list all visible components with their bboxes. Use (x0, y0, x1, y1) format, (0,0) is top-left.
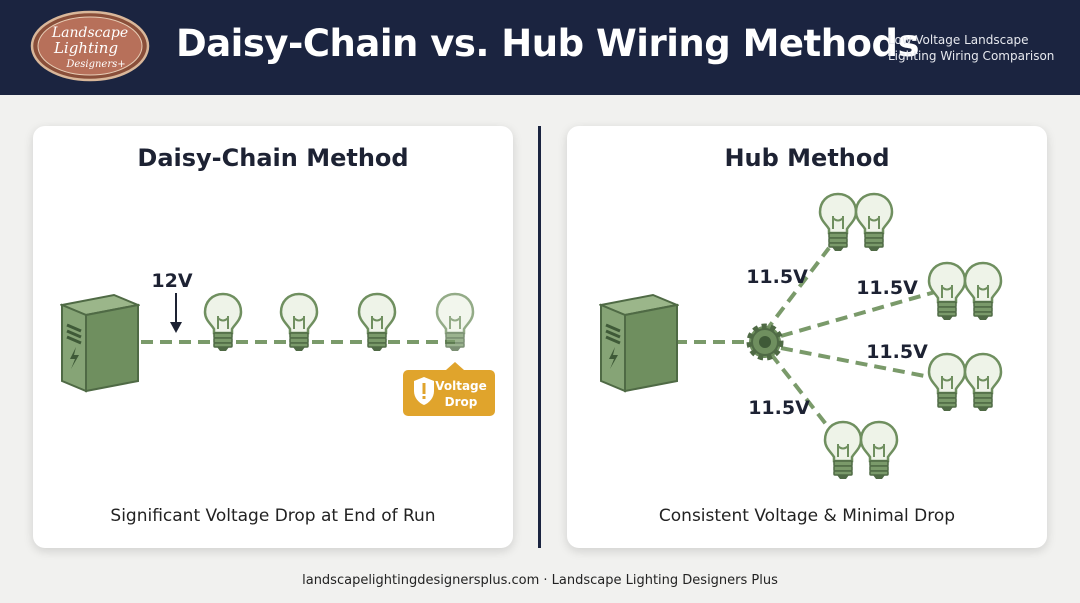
branch-wire (769, 352, 831, 430)
logo-line1: Landscape (51, 25, 128, 41)
bulb-icon (818, 192, 858, 252)
bulb-icon (927, 352, 967, 412)
bulb-icon (859, 420, 899, 480)
branch-wire (780, 346, 936, 380)
daisy-chain-diagram: 12V Voltage Drop (60, 270, 495, 416)
transformer-icon (60, 293, 140, 393)
header-bar: Landscape Lighting Designers+ Daisy-Chai… (0, 0, 1080, 95)
hub-caption: Consistent Voltage & Minimal Drop (658, 506, 956, 526)
vertical-divider (538, 126, 541, 548)
branch-voltage-label: 11.5V (748, 397, 810, 419)
arrow-head-icon (170, 322, 182, 333)
brand-logo: Landscape Lighting Designers+ (30, 10, 150, 82)
page-title: Daisy-Chain vs. Hub Wiring Methods (176, 22, 919, 65)
hub-card: Hub Method 11.5V 11.5V 11.5V 11.5V Consi… (567, 126, 1047, 548)
hub-gear-icon (746, 323, 784, 361)
badge-line2: Drop (445, 395, 478, 409)
bulb-icon (854, 192, 894, 252)
bulb-icon (963, 261, 1003, 321)
bulb-icon (927, 261, 967, 321)
hub-diagram: 11.5V 11.5V 11.5V 11.5V (599, 192, 1003, 480)
footer-text: landscapelightingdesignersplus.com · Lan… (302, 573, 778, 588)
branch-wire (763, 246, 831, 334)
daisy-chain-caption: Significant Voltage Drop at End of Run (110, 506, 436, 526)
dim-bulb-icon (435, 292, 475, 352)
hub-title: Hub Method (724, 144, 890, 172)
page-subtitle: Low-Voltage Landscape Lighting Wiring Co… (888, 33, 1055, 63)
voltage-label-12v: 12V (151, 270, 192, 292)
branch-voltage-label: 11.5V (746, 266, 808, 288)
daisy-chain-card: Daisy-Chain Method 12V Voltage Drop Sign… (33, 126, 513, 548)
bulb-icon (203, 292, 243, 352)
logo-line2: Lighting (53, 39, 118, 57)
transformer-icon (599, 293, 679, 393)
bulb-icon (279, 292, 319, 352)
logo-line3: Designers+ (65, 59, 125, 70)
branch-voltage-label: 11.5V (856, 277, 918, 299)
bulb-icon (823, 420, 863, 480)
bulb-icon (963, 352, 1003, 412)
daisy-chain-title: Daisy-Chain Method (137, 144, 409, 172)
branch-wire (780, 290, 936, 338)
badge-line1: Voltage (435, 379, 487, 393)
branch-voltage-label: 11.5V (866, 341, 928, 363)
